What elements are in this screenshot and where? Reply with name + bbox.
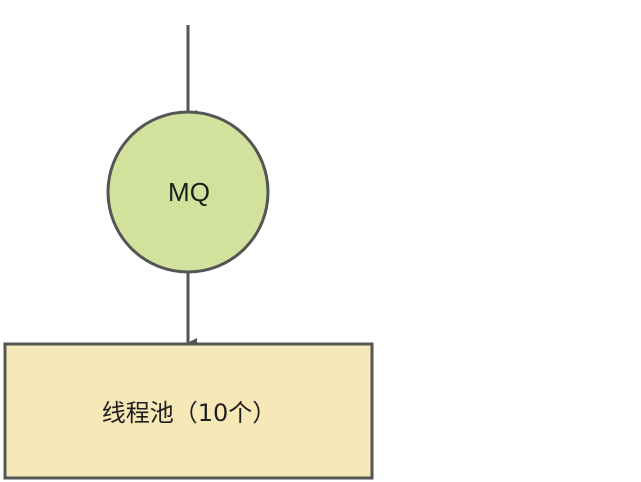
thread-pool-label: 线程池（10个） bbox=[101, 399, 277, 427]
thread-pool-node bbox=[3, 342, 374, 480]
mq-label: MQ bbox=[168, 177, 210, 207]
